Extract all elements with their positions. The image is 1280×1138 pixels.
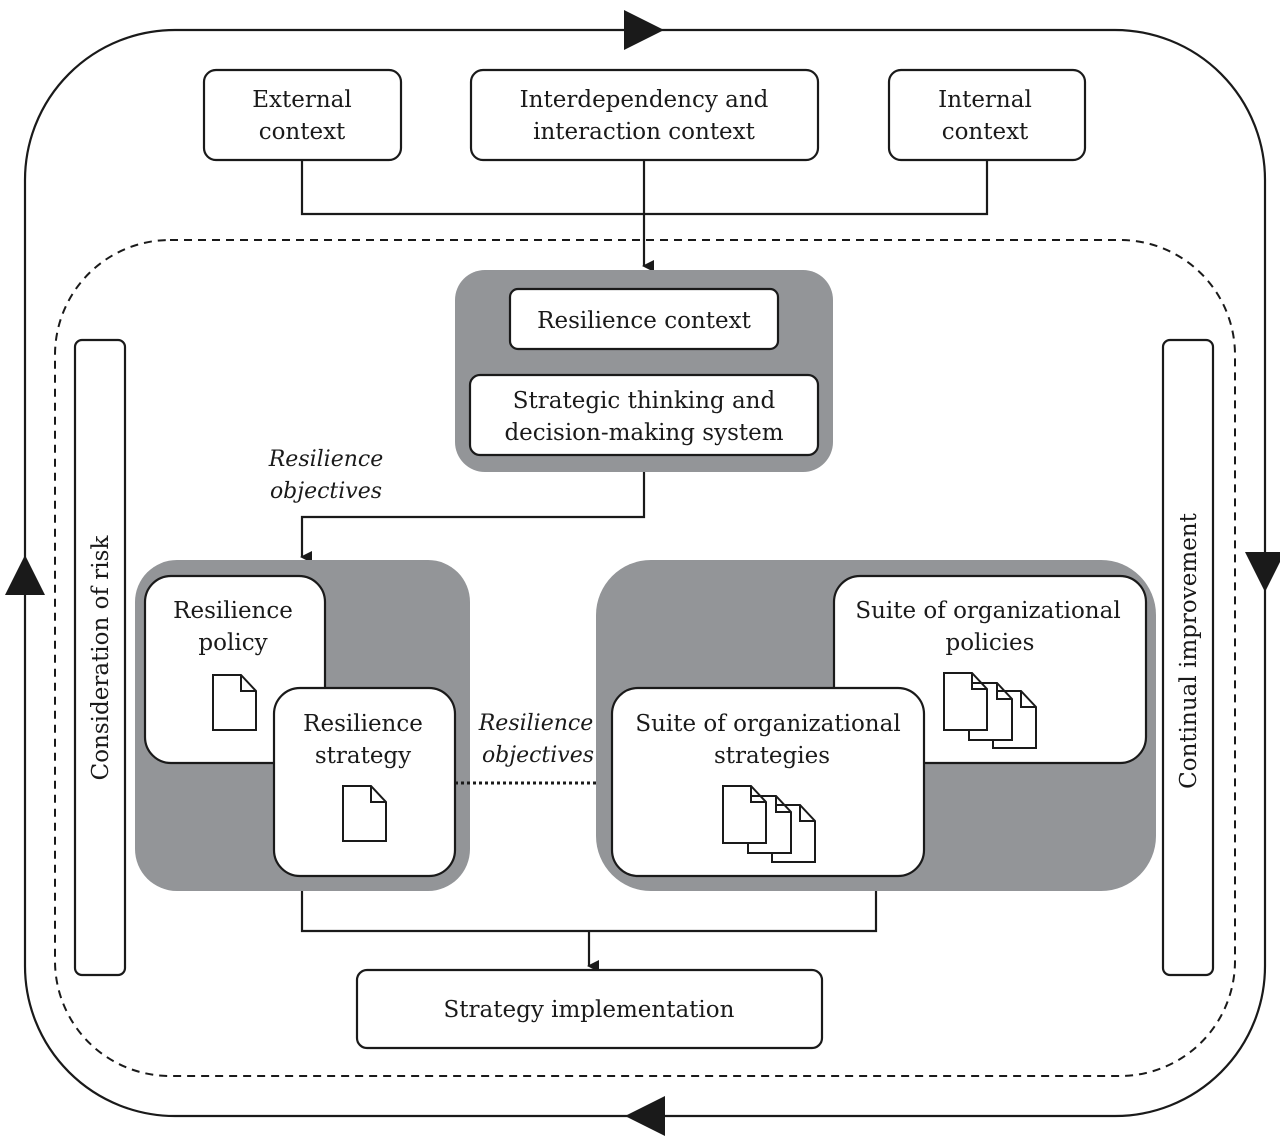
- resilience-strategy-box: Resilience strategy: [272, 686, 457, 878]
- cycle-arrow-left-icon: [5, 555, 45, 595]
- strategic-thinking-label-line2: decision-making system: [504, 420, 783, 446]
- core-panel: Resilience context Strategic thinking an…: [455, 270, 833, 472]
- resilience-policy-label-line2: policy: [198, 630, 267, 656]
- strategies-documents-icon: [722, 785, 816, 863]
- policies-documents-icon: [943, 672, 1037, 749]
- interdependency-context-label-line1: Interdependency and: [520, 87, 769, 113]
- organizational-strategies-box: Suite of organizational strategies: [610, 686, 926, 878]
- objectives-middle-label-line2: objectives: [482, 743, 594, 768]
- continual-improvement-bar: Continual improvement: [1161, 338, 1215, 977]
- resilience-policy-label-line1: Resilience: [173, 598, 293, 624]
- objectives-middle-label-line1: Resilience: [478, 711, 594, 736]
- interdependency-context-box: Interdependency and interaction context: [469, 68, 820, 162]
- internal-context-label-line1: Internal: [938, 87, 1032, 113]
- continual-improvement-label: Continual improvement: [1176, 512, 1202, 788]
- strategy-document-icon: [342, 785, 387, 842]
- cycle-arrow-right-icon: [1245, 552, 1280, 592]
- organizational-strategies-label-line1: Suite of organizational: [635, 711, 900, 737]
- consideration-of-risk-label: Consideration of risk: [88, 535, 114, 781]
- objectives-top-label-line2: objectives: [270, 479, 382, 504]
- resilience-context-label: Resilience context: [537, 308, 751, 334]
- cycle-arrow-top-icon: [624, 10, 664, 50]
- left-policy-group: Resilience policy Resilience strategy: [135, 560, 470, 891]
- external-context-label-line1: External: [252, 87, 352, 113]
- core-to-policy-arrow: [300, 472, 646, 563]
- strategic-thinking-label-line1: Strategic thinking and: [513, 388, 776, 414]
- resilience-context-box: Resilience context: [508, 287, 780, 351]
- resilience-strategy-label-line1: Resilience: [303, 711, 423, 737]
- objectives-top-label-line1: Resilience: [268, 447, 384, 472]
- internal-context-box: Internal context: [887, 68, 1087, 162]
- consideration-of-risk-bar: Consideration of risk: [73, 338, 127, 977]
- organizational-policies-label-line1: Suite of organizational: [855, 598, 1120, 624]
- strategy-implementation-box: Strategy implementation: [355, 968, 824, 1050]
- right-organizational-group: Suite of organizational policies Suite o…: [596, 560, 1156, 891]
- external-context-box: External context: [202, 68, 403, 162]
- strategic-thinking-box: Strategic thinking and decision-making s…: [468, 373, 820, 457]
- policy-document-icon: [212, 674, 257, 731]
- organizational-strategies-label-line2: strategies: [714, 743, 830, 769]
- resilience-strategy-label-line2: strategy: [315, 743, 411, 769]
- external-context-label-line2: context: [259, 119, 346, 145]
- interdependency-context-label-line2: interaction context: [533, 119, 756, 145]
- cycle-arrow-bottom-icon: [625, 1096, 665, 1136]
- dashed-boundary: [54, 239, 1236, 1077]
- groups-merge-connector: [300, 891, 878, 933]
- internal-context-label-line2: context: [942, 119, 1029, 145]
- strategy-implementation-label: Strategy implementation: [444, 997, 735, 1023]
- organizational-policies-label-line2: policies: [946, 630, 1035, 656]
